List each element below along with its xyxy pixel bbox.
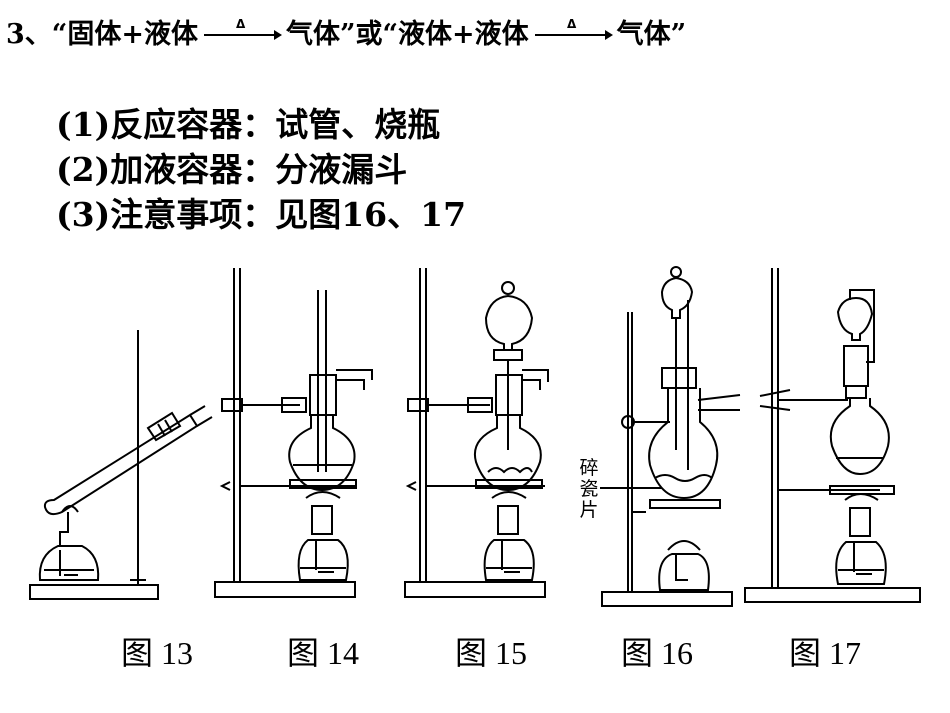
caption-figure-16: 图 16	[621, 635, 694, 671]
key-points: (1)反应容器：试管、烧瓶 (2)加液容器：分液漏斗 (3)注意事项：见图16、…	[56, 102, 466, 237]
heading-prefix: 3、“固体+液体	[6, 19, 198, 50]
apparatus-figures	[29, 266, 921, 607]
heading-middle: 气体”或“液体+液体	[285, 19, 529, 50]
figure-14-apparatus	[214, 268, 373, 598]
delta-label: Δ	[236, 17, 246, 31]
heat-arrow-icon: Δ	[203, 17, 282, 40]
point-reaction-vessel: (1)反应容器：试管、烧瓶	[56, 105, 441, 144]
figure-13-apparatus	[29, 330, 213, 600]
heat-arrow-icon: Δ	[534, 17, 613, 40]
figure-17-apparatus	[744, 268, 921, 603]
boiling-chips-label: 碎瓷片	[579, 457, 599, 521]
caption-figure-13: 图 13	[121, 635, 194, 671]
point-notes: (3)注意事项：见图16、17	[56, 195, 467, 234]
caption-figure-14: 图 14	[287, 635, 360, 671]
caption-figure-17: 图 17	[789, 635, 862, 671]
caption-figure-15: 图 15	[455, 635, 528, 671]
delta-label: Δ	[567, 17, 577, 31]
section-heading: 3、“固体+液体 Δ 气体”或“液体+液体 Δ 气体”	[6, 12, 686, 51]
figure-16-apparatus	[600, 266, 741, 607]
figure-15-apparatus	[404, 268, 549, 598]
heading-suffix: 气体”	[616, 19, 687, 50]
point-liquid-adding: (2)加液容器：分液漏斗	[56, 150, 408, 189]
